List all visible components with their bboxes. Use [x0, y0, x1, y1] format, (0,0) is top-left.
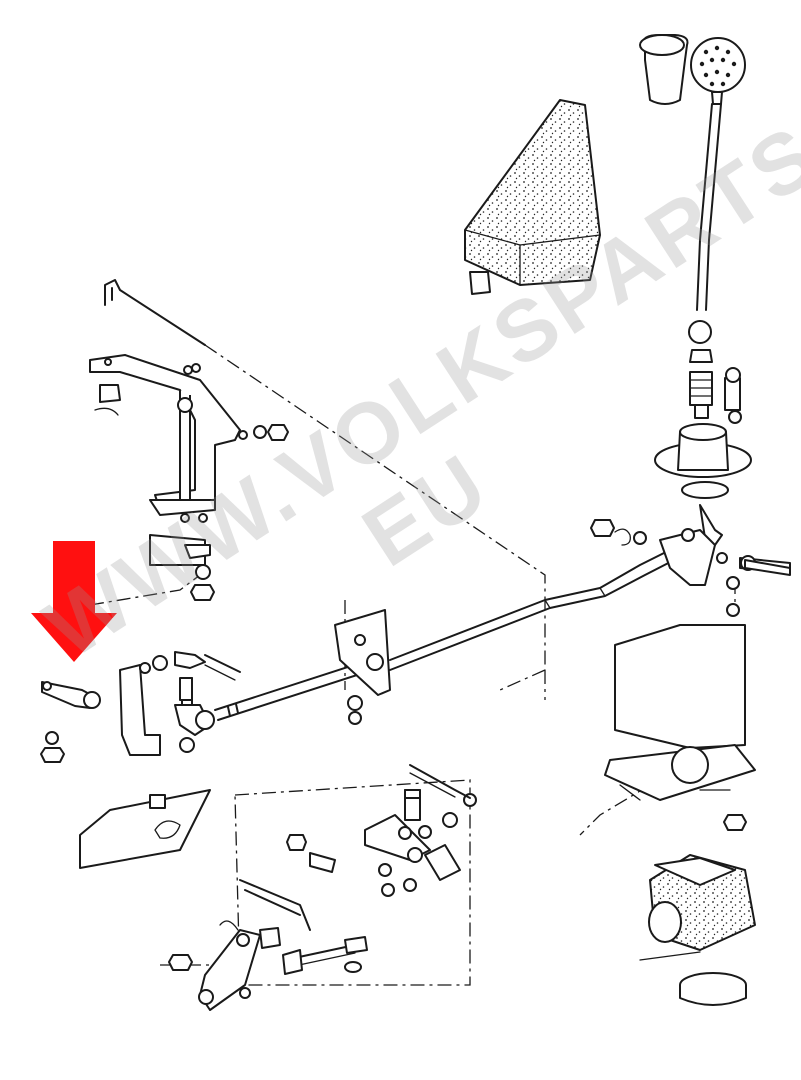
- assembly-guide-lines: [89, 344, 736, 986]
- shift-rod: [214, 544, 683, 807]
- shifter-housing: [604, 576, 756, 831]
- gear-lever-assembly: [639, 34, 752, 546]
- bolts: [179, 559, 791, 799]
- shifter-base-bellows: [639, 854, 756, 1006]
- lower-linkage-group: [168, 764, 471, 1011]
- coupling-eye-and-lever: [40, 651, 241, 763]
- gear-lever-boot: [464, 99, 601, 295]
- upper-shift-rod-bracket: [89, 279, 289, 523]
- cover-plate: [79, 789, 211, 869]
- bracket-plate-and-washers: [149, 534, 215, 601]
- down-arrow-icon: [31, 541, 117, 662]
- linkage-coupling-right: [590, 519, 791, 586]
